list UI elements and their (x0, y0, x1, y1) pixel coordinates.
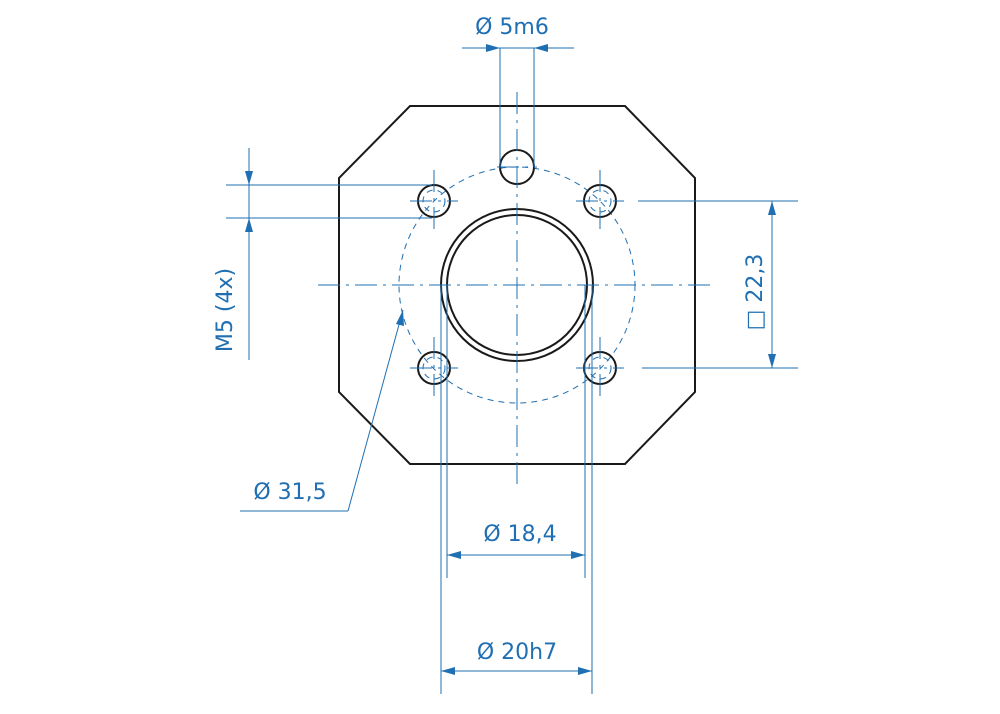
square-dimension (638, 200, 798, 369)
pilot-diameter-label: Ø 20h7 (477, 640, 557, 665)
bolt-circle-label: Ø 31,5 (253, 480, 326, 505)
flange-outline (338, 105, 696, 465)
shaft-dimension (462, 44, 574, 167)
pilot-dimension (440, 285, 593, 694)
bore-dimension (446, 285, 586, 578)
shaft-diameter-label: Ø 5m6 (475, 15, 549, 40)
thread-label: M5 (4x) (213, 268, 238, 352)
bolt-circle-leader (240, 309, 404, 512)
bore-diameter-label: Ø 18,4 (483, 522, 556, 547)
square-size-label: □ 22,3 (743, 254, 768, 331)
hole-center-marks (410, 166, 624, 398)
thread-dimension (226, 148, 432, 360)
